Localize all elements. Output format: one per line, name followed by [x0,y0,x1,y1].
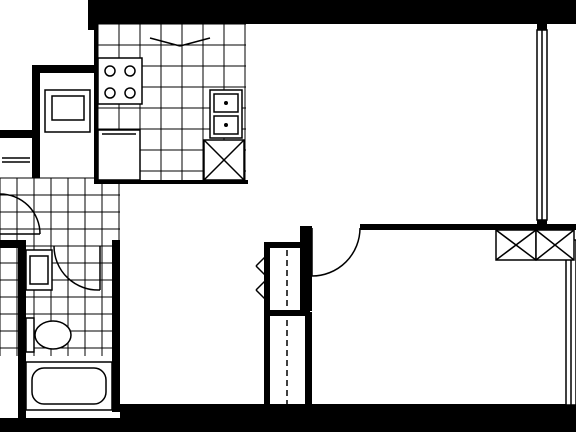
bath-door-icon [53,245,101,291]
closet-west-wall [264,242,270,412]
bath-north-wall [0,240,26,248]
window-icon [536,29,548,221]
kitchen-west-jog [32,65,98,73]
west-wall-bath [18,240,26,430]
south-wall-bath [0,418,120,432]
closet-shelf-wall [270,310,310,316]
double-sink-icon [209,89,243,139]
kitchen-partition [94,24,98,184]
closet-east-wall [300,226,312,311]
wardrobe-icon [255,255,267,301]
kitchen-counter-wall [94,180,248,184]
north-wall-stub [88,0,98,30]
fridge-icon [97,129,141,181]
window-icon [565,239,576,406]
sliding-door-icon [2,157,30,163]
bathtub-icon [25,361,113,411]
west-wall-return [0,130,38,138]
toilet-icon [25,317,72,353]
south-wall [120,404,576,432]
kitchen-west-wall [32,65,40,178]
north-wall [88,0,576,24]
vanity-sink-icon [25,249,53,291]
upper-cabinet-icon [149,37,211,47]
bedroom-door-icon [311,227,361,277]
bedroom-north-wall [360,224,576,230]
dishwasher-icon [203,139,245,181]
entry-door-icon [0,193,41,235]
dryer-icon [535,229,575,261]
bath-east-wall [112,240,120,412]
closet-top-wall [264,242,306,248]
closet-lower-wall [305,312,312,412]
range-icon [97,57,143,105]
washer-icon [495,229,537,261]
wall-oven-icon [44,89,91,133]
